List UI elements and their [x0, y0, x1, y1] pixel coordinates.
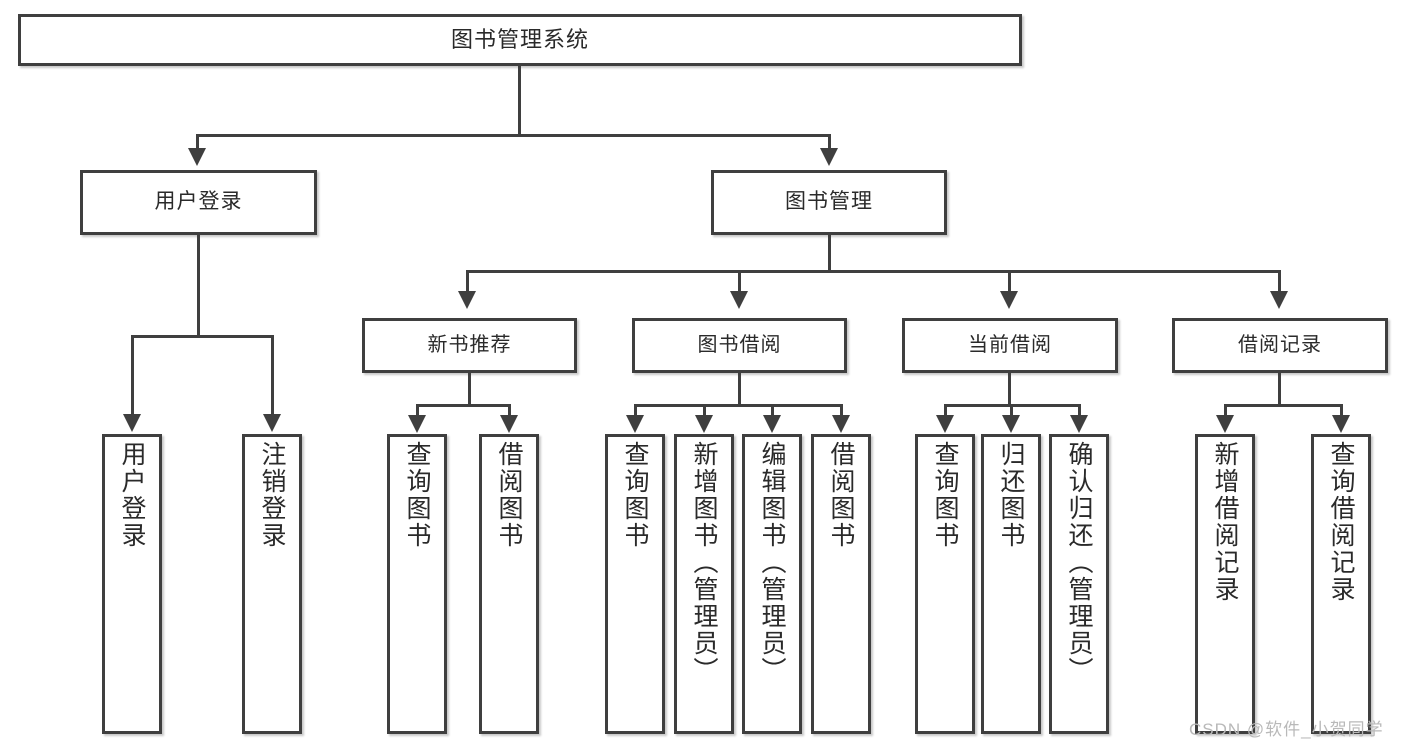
node-root-system[interactable]: 图书管理系统: [18, 14, 1022, 66]
arrow-borrowrecord-leaf-2: [1332, 415, 1350, 433]
leaf-label: 查询借阅记录: [1327, 441, 1355, 603]
connector-currentborrow-drop-2: [1010, 404, 1013, 418]
connector-newbook-drop-2: [508, 404, 511, 418]
connector-borrowrecord-drop-2: [1340, 404, 1343, 418]
node-book-borrow[interactable]: 图书借阅: [632, 318, 847, 373]
leaf-borrow-record-1[interactable]: 新增借阅记录: [1195, 434, 1255, 734]
connector-bookborrow-drop-2: [703, 404, 706, 418]
connector-newbook-bar: [416, 404, 510, 407]
node-label: 图书管理: [785, 190, 873, 214]
node-user-login[interactable]: 用户登录: [80, 170, 317, 235]
connector-userlogin-bar: [131, 335, 274, 338]
leaf-label: 借阅图书: [827, 441, 855, 549]
arrow-newbook-leaf-2: [500, 415, 518, 433]
leaf-current-borrow-2[interactable]: 归还图书: [981, 434, 1041, 734]
arrow-userlogin-leaf-1: [123, 414, 141, 432]
arrow-currentborrow-leaf-1: [936, 415, 954, 433]
connector-bookborrow-drop-4: [840, 404, 843, 418]
connector-root-to-bookmgmt: [828, 134, 831, 152]
leaf-new-book-recommend-1[interactable]: 查询图书: [387, 434, 447, 734]
connector-borrowrecord-stem: [1278, 373, 1281, 406]
leaf-user-login-1[interactable]: 用户登录: [102, 434, 162, 734]
leaf-label: 查询图书: [621, 441, 649, 549]
connector-newbook-drop-1: [416, 404, 419, 418]
arrow-bookmgmt-child-1: [458, 291, 476, 309]
node-label: 新书推荐: [427, 334, 512, 356]
leaf-label: 编辑图书（管理员）: [758, 441, 786, 684]
node-label: 当前借阅: [968, 334, 1052, 356]
arrow-bookborrow-leaf-2: [695, 415, 713, 433]
node-borrow-record[interactable]: 借阅记录: [1172, 318, 1388, 373]
connector-bookborrow-drop-1: [634, 404, 637, 418]
arrow-newbook-leaf-1: [408, 415, 426, 433]
node-book-management[interactable]: 图书管理: [711, 170, 947, 235]
leaf-label: 新增图书（管理员）: [690, 441, 718, 684]
leaf-book-borrow-4[interactable]: 借阅图书: [811, 434, 871, 734]
leaf-book-borrow-1[interactable]: 查询图书: [605, 434, 665, 734]
connector-bookmgmt-drop-4: [1278, 270, 1281, 294]
leaf-label: 确认归还（管理员）: [1065, 441, 1093, 684]
connector-bookmgmt-stem: [828, 235, 831, 272]
connector-bookmgmt-drop-3: [1008, 270, 1011, 294]
arrow-borrowrecord-leaf-1: [1216, 415, 1234, 433]
node-label: 借阅记录: [1238, 334, 1322, 356]
connector-bookmgmt-drop-2: [738, 270, 741, 294]
node-label: 用户登录: [154, 190, 243, 214]
connector-borrowrecord-bar: [1224, 404, 1342, 407]
leaf-label: 新增借阅记录: [1211, 441, 1239, 603]
arrow-bookmgmt-child-4: [1270, 291, 1288, 309]
leaf-user-login-2[interactable]: 注销登录: [242, 434, 302, 734]
connector-currentborrow-drop-1: [944, 404, 947, 418]
connector-root-to-userlogin: [196, 134, 199, 152]
leaf-label: 注销登录: [258, 441, 286, 549]
connector-userlogin-drop-1: [131, 335, 134, 417]
node-current-borrow[interactable]: 当前借阅: [902, 318, 1118, 373]
arrow-bookmgmt-child-2: [730, 291, 748, 309]
connector-currentborrow-drop-3: [1078, 404, 1081, 418]
connector-bookborrow-drop-3: [771, 404, 774, 418]
connector-root-bar: [196, 134, 831, 137]
connector-currentborrow-stem: [1008, 373, 1011, 406]
arrow-bookmgmt-child-3: [1000, 291, 1018, 309]
connector-userlogin-drop-2: [271, 335, 274, 417]
leaf-borrow-record-2[interactable]: 查询借阅记录: [1311, 434, 1371, 734]
leaf-new-book-recommend-2[interactable]: 借阅图书: [479, 434, 539, 734]
connector-bookborrow-stem: [738, 373, 741, 406]
leaf-book-borrow-3[interactable]: 编辑图书（管理员）: [742, 434, 802, 734]
connector-borrowrecord-drop-1: [1224, 404, 1227, 418]
connector-bookmgmt-drop-1: [466, 270, 469, 294]
leaf-current-borrow-1[interactable]: 查询图书: [915, 434, 975, 734]
arrow-bookborrow-leaf-4: [832, 415, 850, 433]
leaf-label: 查询图书: [403, 441, 431, 549]
arrow-currentborrow-leaf-3: [1070, 415, 1088, 433]
connector-bookborrow-bar: [634, 404, 842, 407]
arrow-root-to-userlogin: [188, 148, 206, 166]
node-new-book-recommend[interactable]: 新书推荐: [362, 318, 577, 373]
connector-root-stem: [518, 66, 521, 136]
watermark: CSDN @软件_小贺同学: [1189, 720, 1384, 739]
arrow-userlogin-leaf-2: [263, 414, 281, 432]
node-label: 图书借阅: [697, 334, 782, 356]
connector-userlogin-stem: [197, 235, 200, 337]
leaf-label: 归还图书: [997, 441, 1025, 549]
arrow-bookborrow-leaf-1: [626, 415, 644, 433]
connector-bookmgmt-bar: [466, 270, 1281, 273]
node-label: 图书管理系统: [450, 27, 589, 53]
arrow-currentborrow-leaf-2: [1002, 415, 1020, 433]
leaf-label: 查询图书: [931, 441, 959, 549]
leaf-current-borrow-3[interactable]: 确认归还（管理员）: [1049, 434, 1109, 734]
leaf-book-borrow-2[interactable]: 新增图书（管理员）: [674, 434, 734, 734]
connector-newbook-stem: [468, 373, 471, 406]
leaf-label: 借阅图书: [495, 441, 523, 549]
leaf-label: 用户登录: [118, 441, 146, 549]
arrow-bookborrow-leaf-3: [763, 415, 781, 433]
arrow-root-to-bookmgmt: [820, 148, 838, 166]
